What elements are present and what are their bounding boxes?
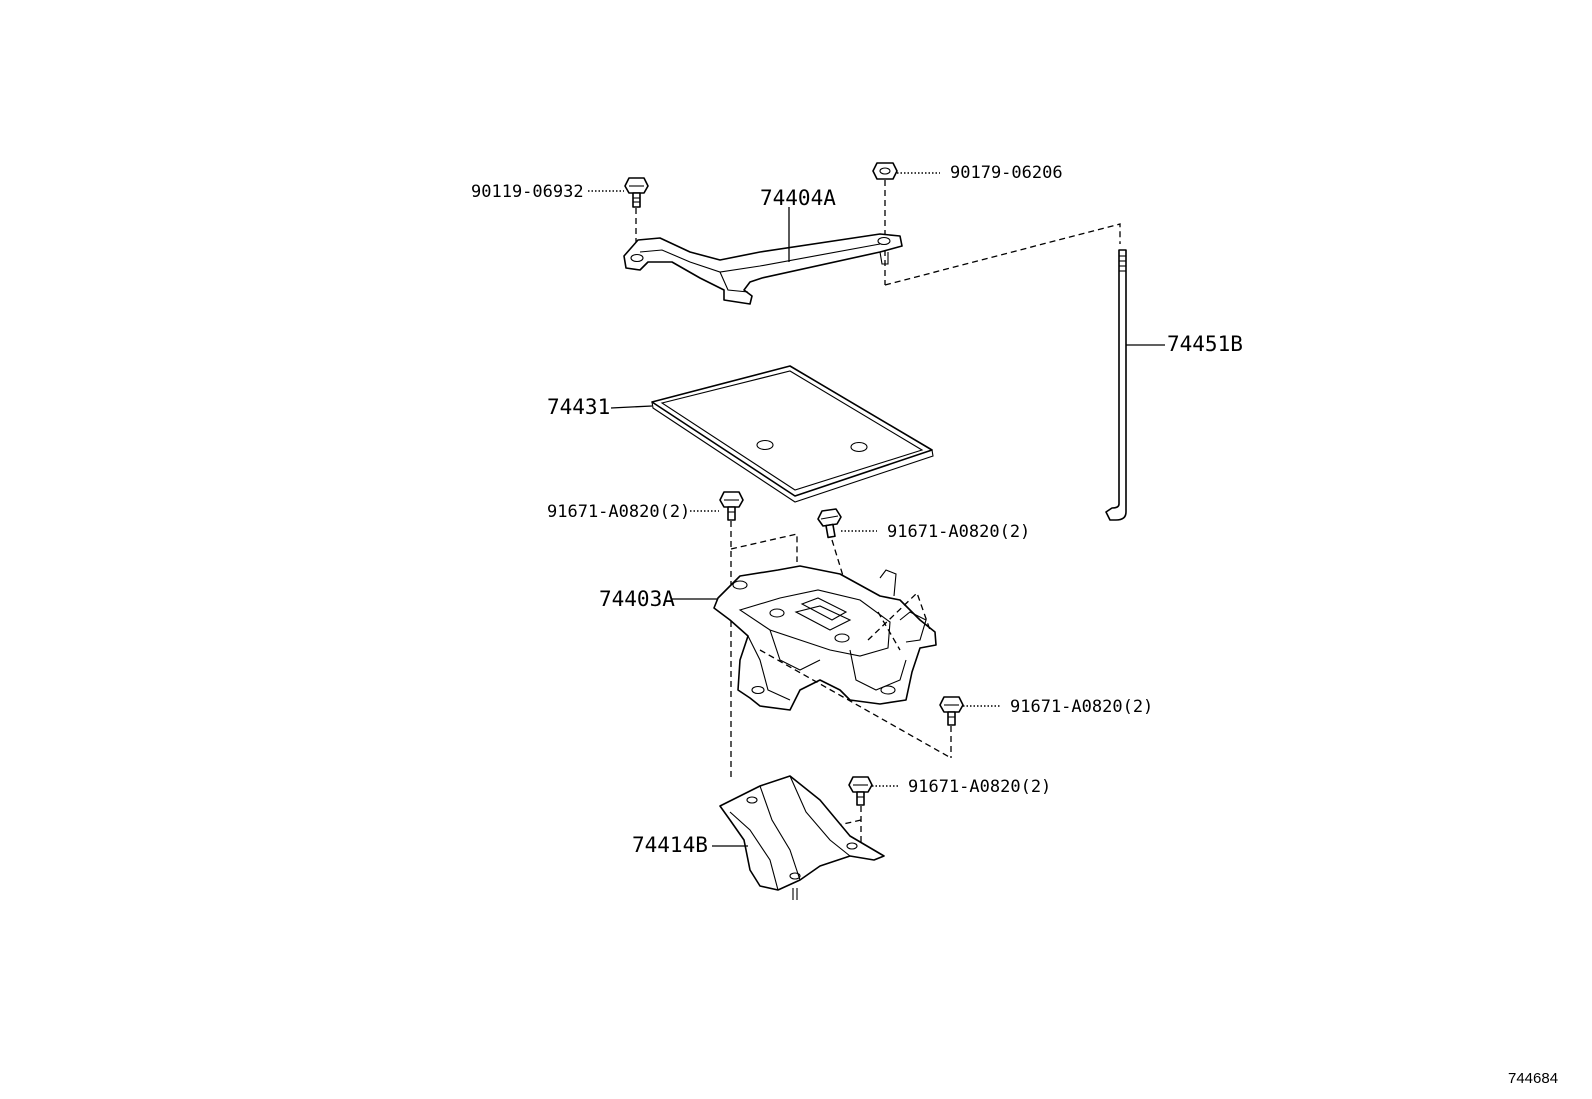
label-74451B: 74451B — [1167, 332, 1243, 356]
label-91671-A0820-middle-right: 91671-A0820(2) — [1010, 697, 1153, 717]
battery-carrier-74403A — [713, 565, 937, 711]
nut-90179-06206 — [872, 162, 898, 180]
bolt-90119-06932 — [624, 177, 649, 208]
battery-tray-74431 — [651, 365, 934, 503]
label-90179-06206: 90179-06206 — [950, 163, 1063, 183]
label-91671-A0820-upper-left: 91671-A0820(2) — [547, 502, 690, 522]
figure-number: 744684 — [1508, 1070, 1558, 1087]
label-74431: 74431 — [547, 395, 610, 419]
battery-clamp-74404A — [623, 233, 903, 305]
bolt-91671-A0820-upper-right — [817, 508, 842, 539]
bracket-74414B — [719, 775, 885, 900]
label-74403A: 74403A — [599, 587, 675, 611]
label-91671-A0820-lower: 91671-A0820(2) — [908, 777, 1051, 797]
bolt-91671-A0820-lower — [848, 776, 873, 806]
label-90119-06932: 90119-06932 — [471, 182, 584, 202]
label-91671-A0820-upper-right: 91671-A0820(2) — [887, 522, 1030, 542]
bolt-91671-A0820-middle-right — [939, 696, 964, 726]
hold-down-rod-74451B — [1105, 249, 1127, 521]
bolt-91671-A0820-upper-left — [719, 491, 744, 521]
label-74414B: 74414B — [632, 833, 708, 857]
label-74404A: 74404A — [760, 186, 836, 210]
